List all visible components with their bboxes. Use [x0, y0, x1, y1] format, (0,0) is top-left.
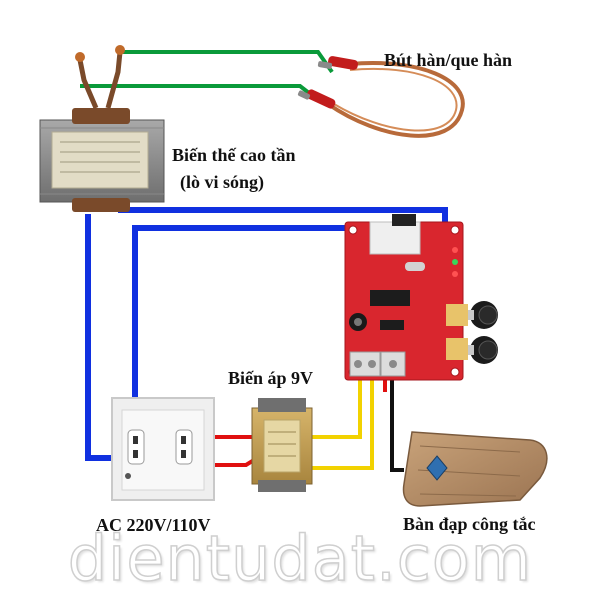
hf-transformer-label: Biến thế cao tần [172, 145, 296, 165]
hf-transformer [39, 45, 165, 212]
terminal-icon [115, 45, 125, 55]
regulator [392, 214, 416, 226]
hf-transformer-sublabel: (lò vi sóng) [180, 172, 265, 192]
foot-pedal [402, 431, 548, 507]
socket-icon [127, 429, 145, 465]
transformer-9v [251, 398, 313, 492]
transformer-nameplate [51, 131, 149, 189]
ic-chip [380, 320, 404, 330]
transformer-9v-label: Biến áp 9V [228, 368, 314, 388]
led-icon [452, 247, 458, 253]
pedal-badge-icon [426, 455, 448, 481]
socket-icon [175, 429, 193, 465]
welding-pen-label: Bút hàn/que hàn [384, 50, 513, 70]
ic-chip [370, 290, 410, 306]
knob-icon [446, 301, 498, 329]
copper-cable [326, 61, 465, 138]
led-icon [452, 259, 458, 265]
wall-outlet [111, 397, 215, 501]
yellow-wire-1 [310, 378, 362, 439]
green-wire-top [120, 50, 334, 74]
ac-supply-label: AC 220V/110V [96, 515, 211, 535]
black-wire [390, 378, 404, 472]
terminal-icon [75, 52, 85, 62]
led-icon [452, 271, 458, 277]
relay [369, 221, 421, 255]
control-pcb [344, 214, 498, 381]
welding-pen [297, 56, 465, 138]
watermark: dientudat.com [67, 521, 533, 596]
knob-icon [446, 336, 498, 364]
yellow-wire-2 [310, 378, 374, 470]
foot-pedal-label: Bàn đạp công tắc [403, 514, 536, 534]
